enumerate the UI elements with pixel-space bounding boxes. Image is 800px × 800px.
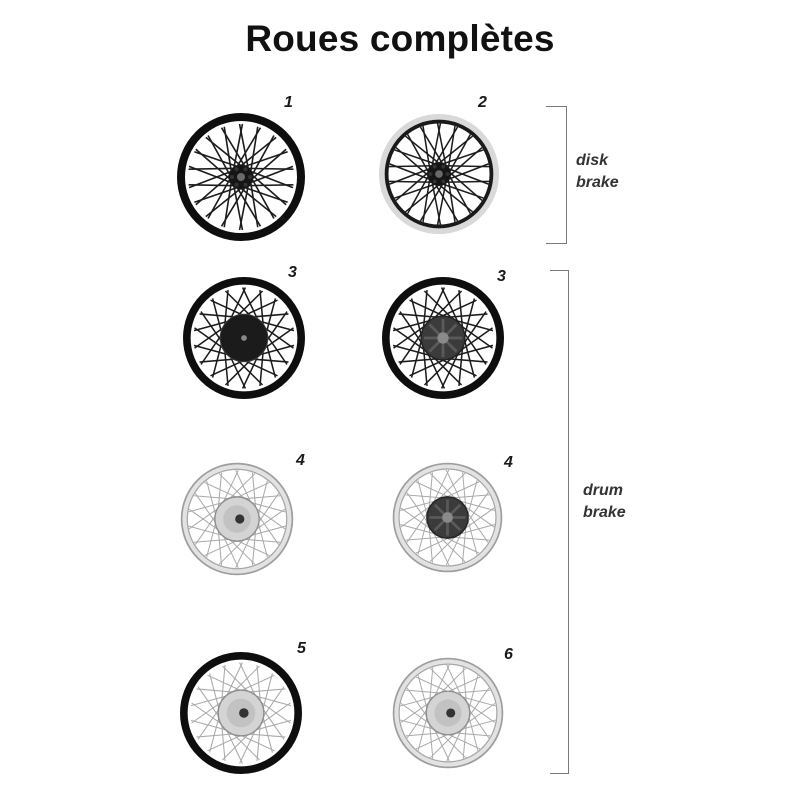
wheel-number-5: 5 (297, 640, 306, 657)
disk-brake-label-line2: brake (576, 174, 619, 191)
drum-brake-label-line2: brake (583, 504, 626, 521)
wheel-image-5 (180, 652, 302, 774)
wheel-number-2: 2 (478, 94, 487, 111)
wheel-number-6: 6 (504, 646, 513, 663)
disk-brake-label-line1: disk (576, 152, 609, 169)
wheel-number-4a: 4 (296, 452, 305, 469)
wheel-image-4b (392, 462, 503, 573)
wheel-number-1: 1 (284, 94, 293, 111)
wheel-image-4a (180, 462, 294, 576)
drum-brake-label: drum brake (583, 480, 626, 524)
disk-brake-label: disk brake (576, 150, 619, 194)
wheel-number-4b: 4 (504, 454, 513, 471)
disk-brake-bracket (546, 106, 567, 244)
page-title: Roues complètes (245, 18, 555, 59)
wheel-image-1 (177, 113, 305, 241)
wheel-number-3a: 3 (288, 264, 297, 281)
wheel-image-3b (382, 277, 504, 399)
wheel-image-2 (378, 113, 500, 235)
wheel-number-3b: 3 (497, 268, 506, 285)
drum-brake-bracket (550, 270, 569, 774)
wheel-image-3a (183, 277, 305, 399)
drum-brake-label-line1: drum (583, 482, 623, 499)
wheel-image-6 (392, 657, 504, 769)
